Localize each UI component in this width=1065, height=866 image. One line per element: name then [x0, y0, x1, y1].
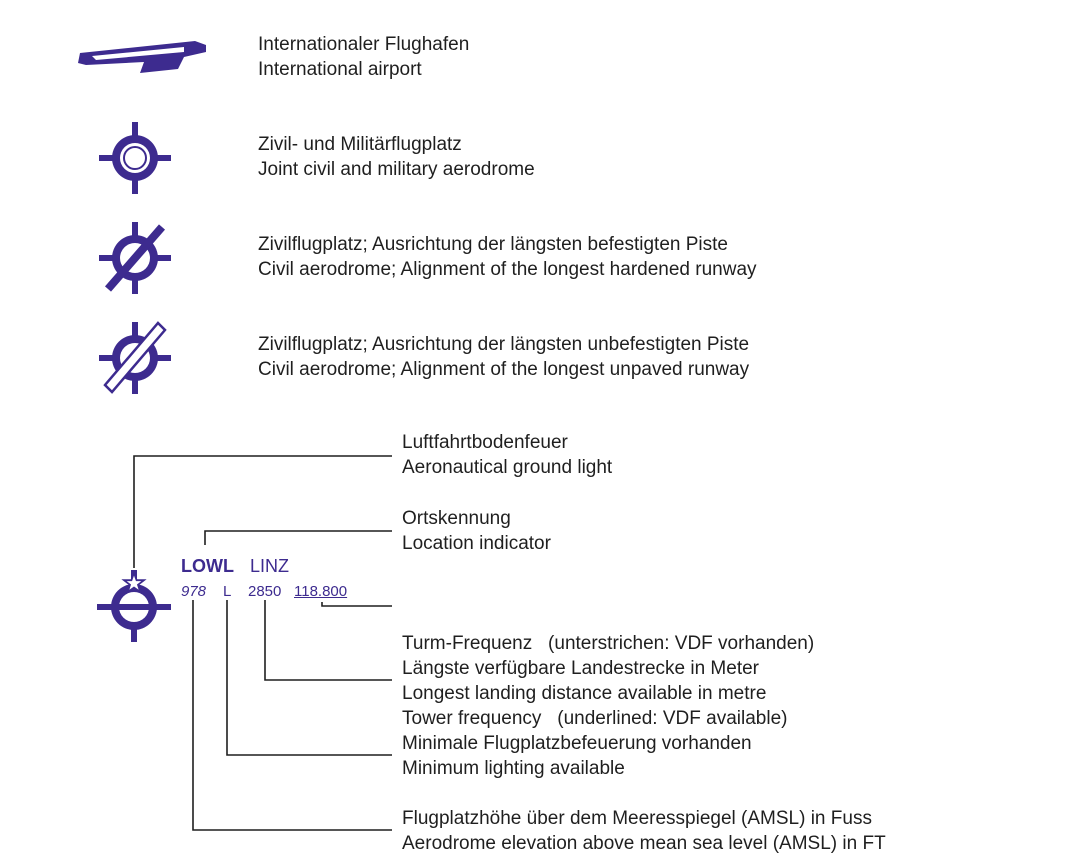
callout-ground-light: Luftfahrtbodenfeuer Aeronautical ground … [402, 430, 612, 480]
leader-landing-distance [264, 600, 392, 681]
callout-location-indicator-en: Location indicator [402, 533, 551, 554]
callout-elevation: Flugplatzhöhe über dem Meeresspiegel (AM… [402, 806, 886, 856]
legend-item-4-en: Civil aerodrome; Alignment of the longes… [258, 359, 750, 380]
leader-lighting [226, 600, 392, 756]
legend-item-1-de: Internationaler Flughafen [258, 34, 470, 55]
example-lighting: L [223, 583, 232, 600]
callout-lighting-de: Minimale Flugplatzbefeuerung vorhanden [402, 733, 752, 754]
callout-ground-light-de: Luftfahrtbodenfeuer [402, 432, 568, 453]
callout-location-indicator-de: Ortskennung [402, 508, 511, 529]
callout-landing-distance-de: Längste verfügbare Landestrecke in Meter [402, 658, 759, 679]
leader-elevation [192, 600, 392, 831]
legend-item-3-en: Civil aerodrome; Alignment of the longes… [258, 259, 757, 280]
example-landing-distance: 2850 [248, 583, 282, 600]
example-icao-code: LOWL [181, 556, 234, 576]
ground-light-star-icon [121, 570, 147, 595]
joint-civil-military-aerodrome-icon [99, 122, 171, 194]
leader-location-indicator [204, 530, 392, 545]
callout-elevation-de: Flugplatzhöhe über dem Meeresspiegel (AM… [402, 808, 872, 829]
leader-ground-light [133, 455, 392, 568]
callout-lighting-en: Minimum lighting available [402, 758, 625, 779]
example-elevation: 978 [181, 583, 207, 600]
callout-tower-frequency-en: Tower frequency (underlined: VDF availab… [402, 708, 788, 729]
legend-item-2-en: Joint civil and military aerodrome [258, 159, 535, 180]
example-aerodrome-name: LINZ [250, 556, 290, 576]
international-airport-icon [78, 41, 206, 73]
callout-tower-frequency: Turm-Frequenz (unterstrichen: VDF vorhan… [402, 581, 814, 781]
callout-landing-distance: Längste verfügbare Landestrecke in Meter… [402, 656, 766, 706]
callout-landing-distance-en: Longest landing distance available in me… [402, 683, 767, 704]
leader-tower-frequency [321, 602, 392, 607]
legend-item-1-en: International airport [258, 59, 422, 80]
civil-aerodrome-unpaved-runway-icon [99, 321, 171, 394]
callout-lighting: Minimale Flugplatzbefeuerung vorhanden M… [402, 731, 752, 781]
callout-ground-light-en: Aeronautical ground light [402, 457, 613, 478]
callout-elevation-en: Aerodrome elevation above mean sea level… [402, 833, 886, 854]
legend-item-3-text: Zivilflugplatz; Ausrichtung der längsten… [258, 232, 757, 282]
example-tower-frequency: 118.800 [294, 583, 348, 600]
callout-tower-frequency-de: Turm-Frequenz (unterstrichen: VDF vorhan… [402, 633, 815, 654]
legend-item-1-text: Internationaler Flughafen International … [258, 32, 469, 82]
civil-aerodrome-hardened-runway-icon [99, 222, 171, 294]
callout-location-indicator: Ortskennung Location indicator [402, 506, 551, 556]
legend-item-4-de: Zivilflugplatz; Ausrichtung der längsten… [258, 334, 750, 355]
legend-item-3-de: Zivilflugplatz; Ausrichtung der längsten… [258, 234, 728, 255]
legend-item-2-de: Zivil- und Militärflugplatz [258, 134, 462, 155]
legend-item-2-text: Zivil- und Militärflugplatz Joint civil … [258, 132, 535, 182]
legend-item-4-text: Zivilflugplatz; Ausrichtung der längsten… [258, 332, 749, 382]
example-aerodrome-icon [97, 570, 171, 642]
